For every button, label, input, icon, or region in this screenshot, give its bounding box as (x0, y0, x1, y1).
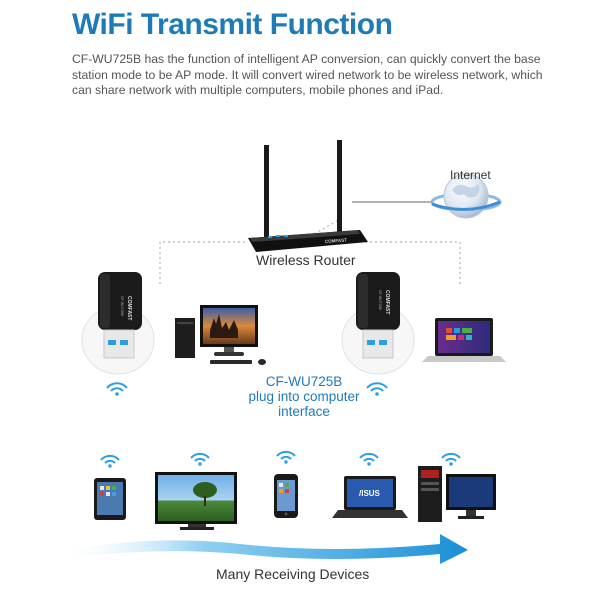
arrow-icon (60, 534, 468, 564)
page-title: WiFi Transmit Function (72, 8, 393, 41)
internet-label: Internet (450, 168, 491, 182)
adapter-model: CF-WU725B (378, 290, 382, 311)
usb-adapter-icon: COMFAST CF-WU725B (341, 272, 415, 375)
wifi-icon (366, 382, 388, 396)
svg-text:/ISUS: /ISUS (359, 489, 381, 498)
router-label: Wireless Router (256, 252, 356, 268)
wifi-icon (100, 454, 120, 468)
desktop-pc-icon (418, 466, 496, 522)
usb-adapter-icon: COMFAST CF-WU725B (81, 272, 155, 375)
desktop-pc-icon (175, 305, 266, 365)
globe-icon (430, 173, 502, 219)
wifi-icon (190, 452, 210, 466)
description: CF-WU725B has the function of intelligen… (72, 52, 543, 97)
phone-icon (274, 474, 298, 518)
wifi-icon (106, 382, 128, 396)
model-note: plug into computer interface (248, 389, 360, 419)
tablet-icon (94, 478, 126, 520)
router-icon: COMFAST (248, 140, 368, 252)
tv-icon (155, 472, 237, 530)
wifi-icon (441, 452, 461, 466)
laptop-icon: /ISUS (332, 476, 408, 518)
router-brand: COMFAST (325, 237, 348, 244)
receiving-devices-label: Many Receiving Devices (216, 566, 370, 582)
adapter-caption: CF-WU725B plug into computer interface (224, 374, 384, 419)
wifi-icon (359, 452, 379, 466)
wifi-icon (276, 450, 296, 464)
adapter-brand: COMFAST (126, 296, 132, 320)
adapter-model: CF-WU725B (120, 296, 124, 317)
model-name: CF-WU725B (265, 374, 343, 389)
adapter-brand: COMFAST (384, 290, 390, 314)
laptop-icon (422, 318, 506, 362)
